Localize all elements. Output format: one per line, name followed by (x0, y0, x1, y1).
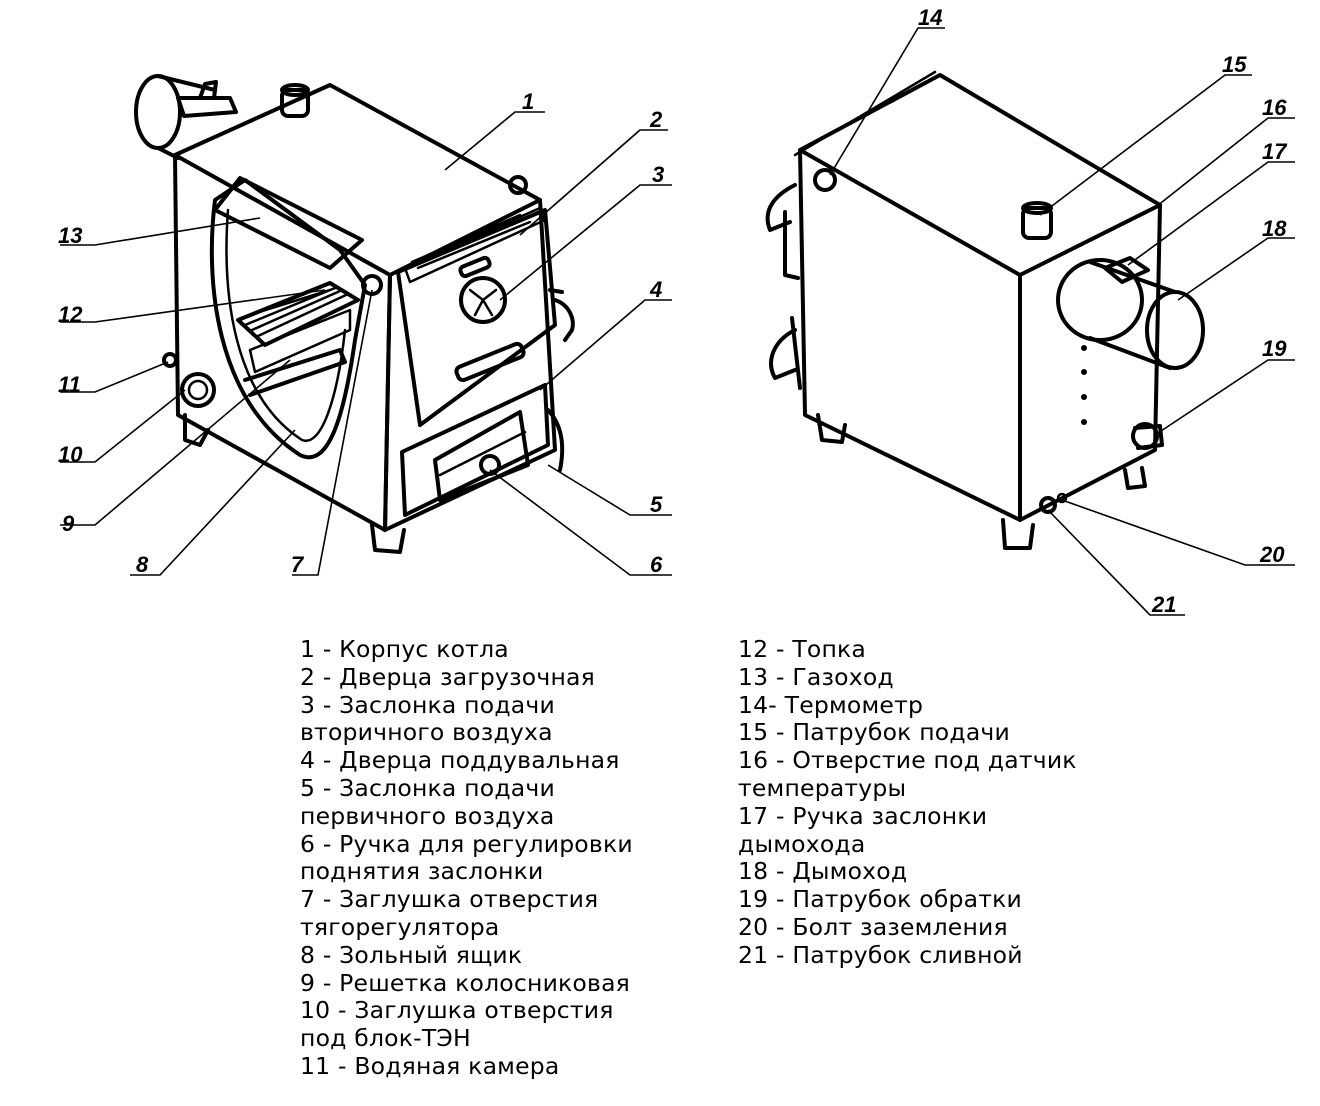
callout-19: 19 (1262, 336, 1287, 361)
legend-line: поднятия заслонки (300, 857, 544, 886)
legend-line: 12 - Топка (738, 635, 867, 663)
callout-2: 2 (649, 107, 663, 132)
legend-left: 1 - Корпус котла 2 - Дверца загрузочная … (300, 635, 633, 1081)
legend-line: 19 - Патрубок обратки (738, 885, 1022, 914)
legend-line: температуры (738, 773, 907, 802)
legend-line: 2 - Дверца загрузочная (300, 662, 595, 691)
legend-line: 9 - Решетка колосниковая (300, 968, 631, 997)
grate-hatch (236, 281, 360, 374)
callout-3: 3 (652, 162, 664, 187)
legend-line: первичного воздуха (300, 801, 555, 830)
legend-line: тягорегулятора (300, 912, 500, 941)
legend-line: 18 - Дымоход (738, 857, 908, 886)
legend-line: вторичного воздуха (300, 718, 553, 747)
legend-line: 7 - Заглушка отверстия (300, 885, 599, 914)
callout-8: 8 (136, 552, 149, 577)
left-boiler-drawing (134, 74, 575, 554)
callout-12: 12 (58, 302, 83, 327)
legend-line: 14- Термометр (738, 690, 924, 719)
callout-10: 10 (58, 442, 83, 467)
leader-lines (60, 27, 1295, 616)
legend-right: 12 - Топка 13 - Газоход 14- Термометр 15… (738, 635, 1077, 970)
callout-14: 14 (918, 5, 942, 30)
callout-9: 9 (62, 511, 75, 536)
callout-6: 6 (650, 552, 663, 577)
callout-13: 13 (58, 223, 82, 248)
legend-line: дымохода (738, 829, 866, 858)
callout-numbers: 1 2 3 4 5 6 7 8 9 10 11 12 13 14 15 16 1… (58, 5, 1288, 617)
legend-line: 5 - Заслонка подачи (300, 773, 555, 802)
legend-line: 10 - Заглушка отверстия (300, 996, 614, 1025)
callout-15: 15 (1222, 52, 1247, 77)
legend-line: 13 - Газоход (738, 662, 894, 691)
legend-line: 1 - Корпус котла (300, 635, 509, 663)
legend-line: 15 - Патрубок подачи (738, 718, 1010, 747)
callout-4: 4 (649, 277, 662, 302)
right-boiler-drawing (765, 70, 1205, 550)
legend-line: 21 - Патрубок сливной (738, 940, 1023, 969)
legend-line: 6 - Ручка для регулировки (300, 829, 633, 858)
legend-line: 8 - Зольный ящик (300, 940, 523, 969)
callout-20: 20 (1259, 542, 1285, 567)
callout-5: 5 (650, 492, 663, 517)
callout-11: 11 (58, 372, 81, 397)
legend-line: 4 - Дверца поддувальная (300, 746, 620, 775)
callout-16: 16 (1262, 95, 1287, 120)
callout-1: 1 (522, 89, 534, 114)
legend-line: под блок-ТЭН (300, 1024, 471, 1053)
callout-21: 21 (1151, 592, 1176, 617)
legend-line: 17 - Ручка заслонки (738, 801, 988, 830)
legend-line: 20 - Болт заземления (738, 912, 1008, 941)
legend-line: 3 - Заслонка подачи (300, 690, 555, 719)
callout-7: 7 (291, 552, 305, 577)
callout-17: 17 (1262, 139, 1288, 164)
legend-line: 16 - Отверстие под датчик (738, 746, 1077, 775)
callout-18: 18 (1262, 216, 1287, 241)
side-dots (1081, 345, 1087, 425)
boiler-diagram: 1 2 3 4 5 6 7 8 9 10 11 12 13 14 15 16 1… (58, 5, 1295, 617)
legend-line: 11 - Водяная камера (300, 1051, 560, 1080)
